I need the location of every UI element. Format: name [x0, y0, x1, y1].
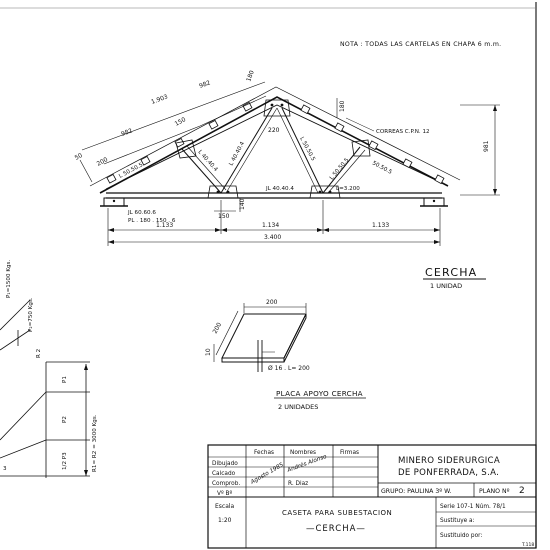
dim-top-982b: 982: [120, 127, 133, 138]
tb-grupo: GRUPO: PAULINA 3º W.: [381, 488, 452, 495]
tb-row-comprob: Comprob.: [212, 481, 240, 487]
tb-row-calcado: Calcado: [212, 471, 236, 477]
plate-subtitle: 2 UNIDADES: [278, 403, 318, 411]
label-lower-left: JL 40.40.4: [265, 186, 294, 192]
load-p1b: P1: [62, 376, 68, 383]
dim-top-1903: 1.903: [150, 93, 169, 106]
tb-col-nombres: Nombres: [290, 450, 316, 456]
label-member-4: L 50.50.5: [329, 157, 351, 181]
tb-fecha-sign: Agosto 1985: [249, 462, 285, 486]
plate-dim-w: 200: [266, 299, 278, 306]
truss-dimensions: [79, 81, 500, 246]
tb-serie: Serie 107-1 Núm. 78/1: [440, 503, 506, 510]
tb-company-2: DE PONFERRADA, S.A.: [398, 468, 499, 478]
tb-project-1: CASETA PARA SUBESTACION: [282, 509, 392, 517]
load-p2: P₂=750 Kgs.: [28, 297, 34, 332]
label-member-1: L 40.40.4: [228, 141, 246, 167]
load-three: 3: [3, 466, 7, 472]
dim-200: 200: [96, 156, 110, 168]
dim-150b: 150: [218, 213, 230, 220]
dim-180a: 180: [245, 69, 256, 82]
tb-project-2: —CERCHA—: [306, 524, 366, 534]
label-lower-right: L=3.200: [336, 186, 360, 192]
tb-nombre-2: R. Diaz: [288, 481, 308, 487]
tb-sustituye: Sustituye a:: [440, 518, 475, 524]
truss-title: CERCHA: [425, 266, 477, 279]
tb-escala: 1:20: [218, 517, 232, 524]
dim-total: 3.400: [264, 234, 281, 241]
load-p2b: P2: [62, 416, 68, 423]
dim-150: 150: [174, 116, 188, 128]
tb-row-vobo: Vº Bº: [217, 490, 233, 497]
label-member-2: L 50.50.5: [298, 136, 316, 162]
tb-row-dibujado: Dibujado: [212, 461, 238, 467]
truss-subtitle: 1 UNIDAD: [430, 282, 462, 290]
tb-corner: T.118: [521, 542, 534, 548]
load-arrows: [84, 364, 88, 476]
label-correas: CORREAS C.P.N. 12: [376, 129, 430, 135]
load-p1: P₁=1500 Kgs.: [6, 260, 12, 298]
label-angle-2: PL . 180 . 150 . 6: [128, 218, 176, 224]
dim-140: 140: [239, 198, 246, 210]
plate-title: PLACA APOYO CERCHA: [276, 389, 363, 398]
tb-plano-label: PLANO Nº: [479, 488, 510, 495]
load-diagram: [0, 299, 90, 478]
general-note: NOTA : TODAS LAS CARTELAS EN CHAPA 6 m.m…: [340, 41, 501, 48]
dim-span3: 1.133: [372, 222, 389, 229]
tb-col-firmas: Firmas: [340, 450, 359, 456]
dim-span2: 1.134: [262, 222, 279, 229]
dim-220: 220: [268, 127, 280, 134]
tb-nombre-sign: Andrés Alonso: [285, 453, 328, 474]
tb-escala-label: Escala: [215, 503, 235, 510]
tb-sustituido: Sustituido por:: [440, 533, 482, 539]
support-plate: [213, 303, 307, 372]
title-block: [207, 444, 537, 549]
dim-50: 50: [74, 152, 84, 162]
label-member-right-top: 50.50.5: [371, 160, 393, 176]
load-r2: R 2: [36, 349, 42, 358]
tb-company-1: MINERO SIDERURGICA: [398, 456, 500, 466]
plate-bolt-label: Ø 16 . L= 200: [268, 365, 310, 372]
load-p3: 1/2 P3: [62, 452, 68, 470]
plate-dim-t: 10: [205, 348, 212, 356]
tb-col-fechas: Fechas: [254, 450, 274, 456]
dim-span1: 1.133: [156, 222, 173, 229]
label-angle-1: JL 60.60.6: [127, 210, 156, 216]
dim-180b: 180: [339, 100, 346, 112]
dim-top-982a: 982: [198, 79, 211, 90]
dimension-arrows: [108, 105, 497, 244]
tb-plano-no: 2: [519, 486, 525, 496]
truss-elevation: [89, 86, 461, 207]
plate-dim-d: 200: [212, 321, 224, 335]
load-reaction: R1= R2 = 3000 Kgs.: [92, 414, 98, 472]
dim-height: 981: [483, 140, 490, 152]
